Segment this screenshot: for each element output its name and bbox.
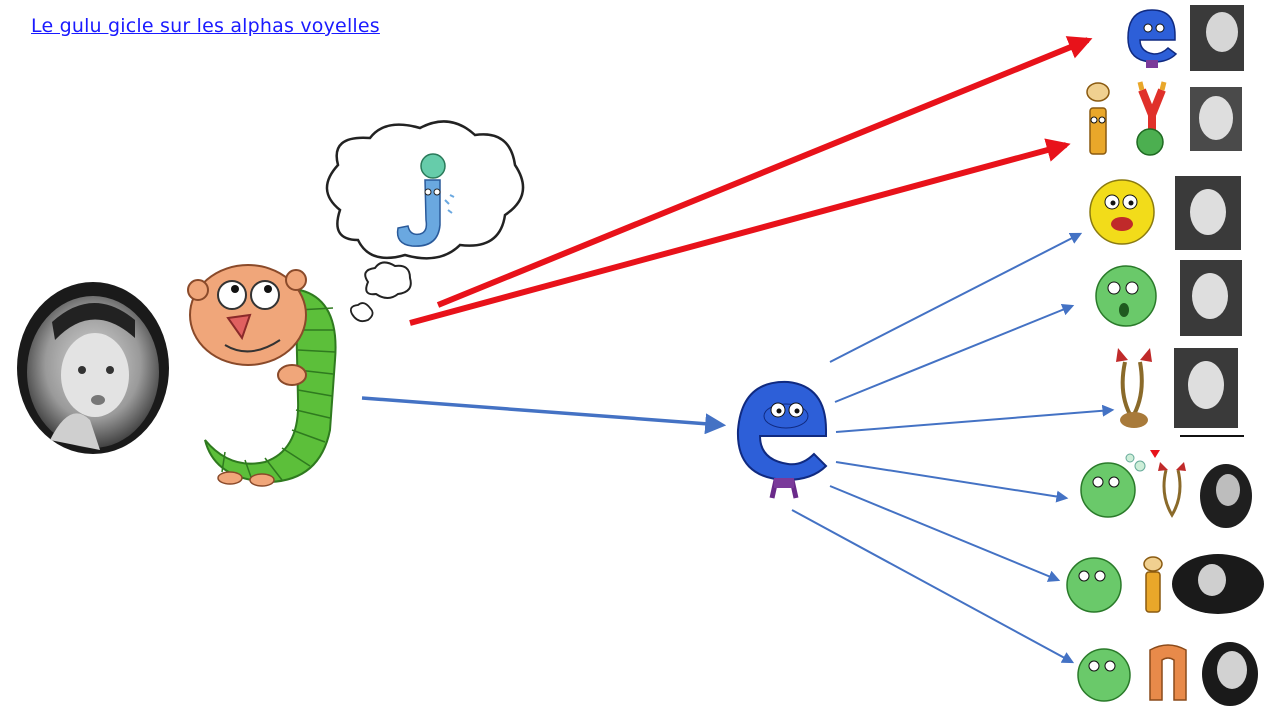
e-character [736, 380, 828, 499]
red-arrow-2 [409, 138, 1071, 326]
row-un [1077, 642, 1258, 706]
row-e [1127, 5, 1244, 71]
red-arrows [409, 36, 1093, 326]
blue-arrow-un [791, 509, 1075, 664]
row-u [1095, 260, 1242, 336]
blue-arrow-ou [835, 461, 1069, 503]
row-i-y [1086, 81, 1242, 156]
j-jet-character [396, 153, 455, 247]
row-a [1116, 348, 1244, 437]
row-ou [1080, 450, 1252, 528]
blue-arrow-o [829, 232, 1083, 363]
row-o [1089, 176, 1241, 250]
red-arrow-1 [436, 36, 1093, 308]
blue-arrow-main [361, 396, 727, 435]
blue-arrow-a [835, 404, 1115, 433]
blue-arrows [361, 232, 1115, 664]
blue-arrow-u [834, 304, 1075, 403]
row-ui [1066, 554, 1264, 614]
gulu-character [187, 264, 337, 487]
page-title: Le gulu gicle sur les alphas voyelles [31, 15, 380, 37]
thought-bubble [325, 120, 525, 323]
girl-photo [17, 282, 169, 454]
blue-arrow-ui [829, 485, 1061, 582]
